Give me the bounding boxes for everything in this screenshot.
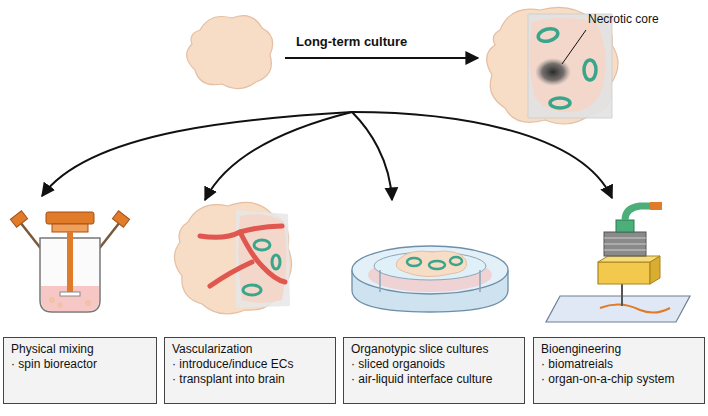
bullet-item: · biomatreials: [541, 357, 697, 372]
method-box: Organotypic slice cultures· sliced organ…: [343, 337, 525, 404]
bullet-item: · sliced organoids: [351, 357, 517, 372]
method-box: Physical mixing· spin bioreactor: [3, 337, 157, 404]
bullet-item: · introduce/induce ECs: [172, 357, 328, 372]
bullet-item: · air-liquid interface culture: [351, 372, 517, 387]
spin-bioreactor: [10, 211, 129, 312]
box-heading: Physical mixing: [11, 342, 149, 357]
organoid: [187, 16, 273, 89]
vascularized-organoid: [174, 202, 291, 313]
bullet-item: · organ-on-a-chip system: [541, 372, 697, 387]
bullet-item: · spin bioreactor: [11, 357, 149, 372]
box-heading: Bioengineering: [541, 342, 697, 357]
process-label: Long-term culture: [296, 34, 407, 49]
bullet-item: · transplant into brain: [172, 372, 328, 387]
organ-on-a-chip: [546, 202, 690, 322]
box-heading: Organotypic slice cultures: [351, 342, 517, 357]
method-box: Bioengineering· biomatreials· organ-on-a…: [533, 337, 705, 404]
culture-arrow: [285, 57, 478, 59]
box-heading: Vascularization: [172, 342, 328, 357]
slice-culture-dish: [352, 246, 508, 312]
method-box: Vascularization· introduce/induce ECs· t…: [164, 337, 336, 404]
leader-line: [562, 30, 586, 64]
callout-label: Necrotic core: [588, 12, 659, 26]
branch-arrows: [42, 112, 612, 200]
